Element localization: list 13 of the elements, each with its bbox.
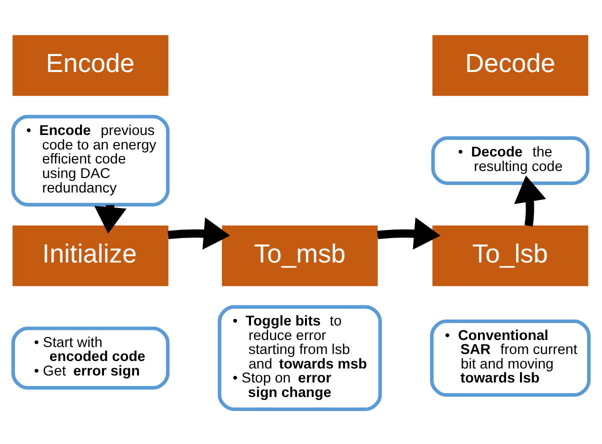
- node-box: • Decode the resulting code: [431, 136, 590, 185]
- node-box: • Conventional SAR from current bit and moving towards lsb: [430, 318, 591, 396]
- node-box: To_msb: [222, 224, 378, 286]
- arrow: [168, 216, 230, 250]
- node-box: To_lsb: [432, 224, 588, 286]
- node-box: • Encode previous code to an energy efficient code using DAC redundancy: [11, 114, 170, 206]
- node-box: Decode: [432, 34, 588, 96]
- node-box: • Toggle bits to reduce error starting from lsb and towards msb • Stop on error sign change: [218, 304, 382, 411]
- arrow: [377, 216, 440, 250]
- node-box: Initialize: [12, 224, 168, 286]
- node-box: Encode: [12, 34, 168, 96]
- node-box: • Start with encoded code • Get error sign: [11, 326, 170, 390]
- arrow: [514, 175, 546, 226]
